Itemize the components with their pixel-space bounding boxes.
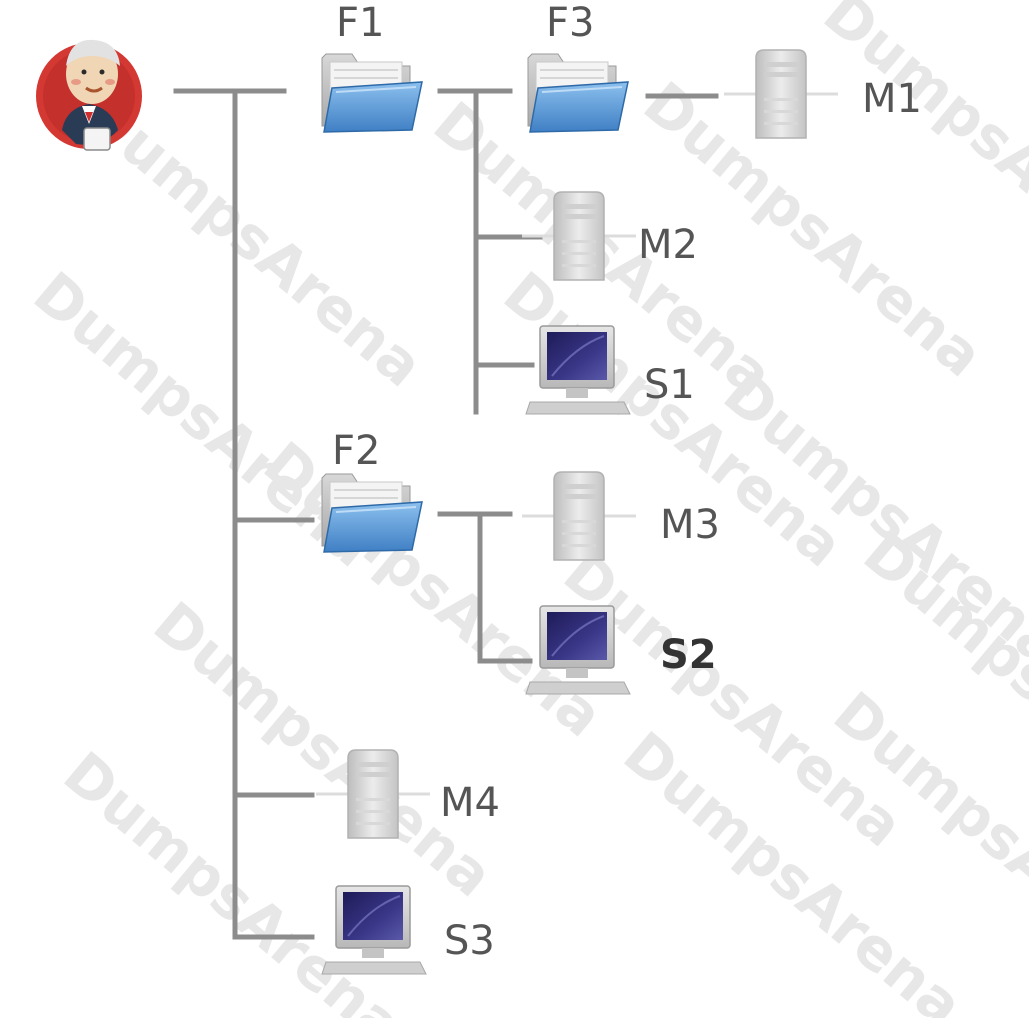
watermark: DumpsArena DumpsArena DumpsArena DumpsAr… [21, 0, 1029, 1018]
node-label-s2: S2 [660, 632, 717, 678]
node-label-m4: M4 [440, 780, 500, 826]
connector-lines [173, 88, 719, 940]
node-label-m1: M1 [862, 76, 922, 122]
folder-f2[interactable]: F2 [321, 428, 423, 553]
monitor-s3[interactable]: S3 [321, 885, 495, 975]
node-label-m3: M3 [660, 502, 720, 548]
folder-icon [321, 473, 423, 553]
monitor-s2[interactable]: S2 [525, 605, 717, 695]
folder-icon [527, 53, 629, 133]
jenkins-logo-icon [36, 39, 142, 151]
node-label-f1: F1 [336, 0, 384, 46]
folder-f3[interactable]: F3 [527, 0, 629, 133]
folder-icon [321, 53, 423, 133]
node-label-s1: S1 [644, 362, 695, 408]
server-icon [520, 470, 638, 562]
node-label-f2: F2 [332, 428, 380, 474]
monitor-s1[interactable]: S1 [525, 325, 695, 415]
node-label-f3: F3 [546, 0, 594, 46]
server-m2[interactable]: M2 [520, 190, 698, 282]
node-label-m2: M2 [638, 222, 698, 268]
server-m3[interactable]: M3 [520, 470, 720, 562]
node-label-s3: S3 [444, 918, 495, 964]
server-m1[interactable]: M1 [722, 48, 922, 140]
server-m4[interactable]: M4 [314, 748, 500, 840]
folder-f1[interactable]: F1 [321, 0, 423, 133]
